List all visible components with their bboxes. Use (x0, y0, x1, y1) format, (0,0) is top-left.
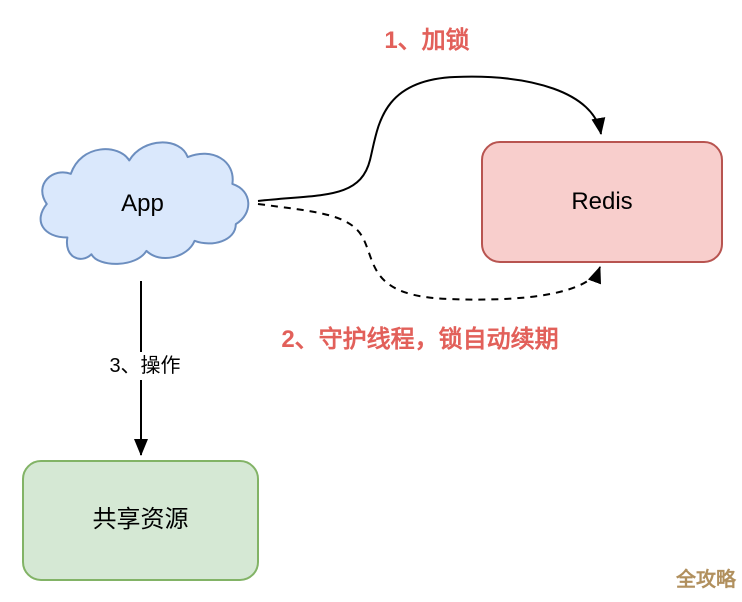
watermark-text: 全攻略 (676, 569, 736, 591)
edge-acquire-lock-arrow (257, 75, 606, 202)
app-cloud-shape (41, 142, 249, 263)
shared-resource-box-shape (22, 460, 259, 581)
redis-node-label: Redis (571, 187, 633, 215)
app-node-label: App (121, 189, 164, 217)
edge-label-operate: 3、操作 (97, 352, 193, 380)
edge-label-acquire-lock: 1、加锁 (384, 26, 470, 54)
redis-box-shape (481, 141, 723, 263)
shared-resource-node-label: 共享资源 (92, 506, 189, 534)
edge-label-auto-renew: 2、守护线程，锁自动续期 (281, 325, 559, 353)
edge-auto-renew-arrow (257, 203, 601, 301)
